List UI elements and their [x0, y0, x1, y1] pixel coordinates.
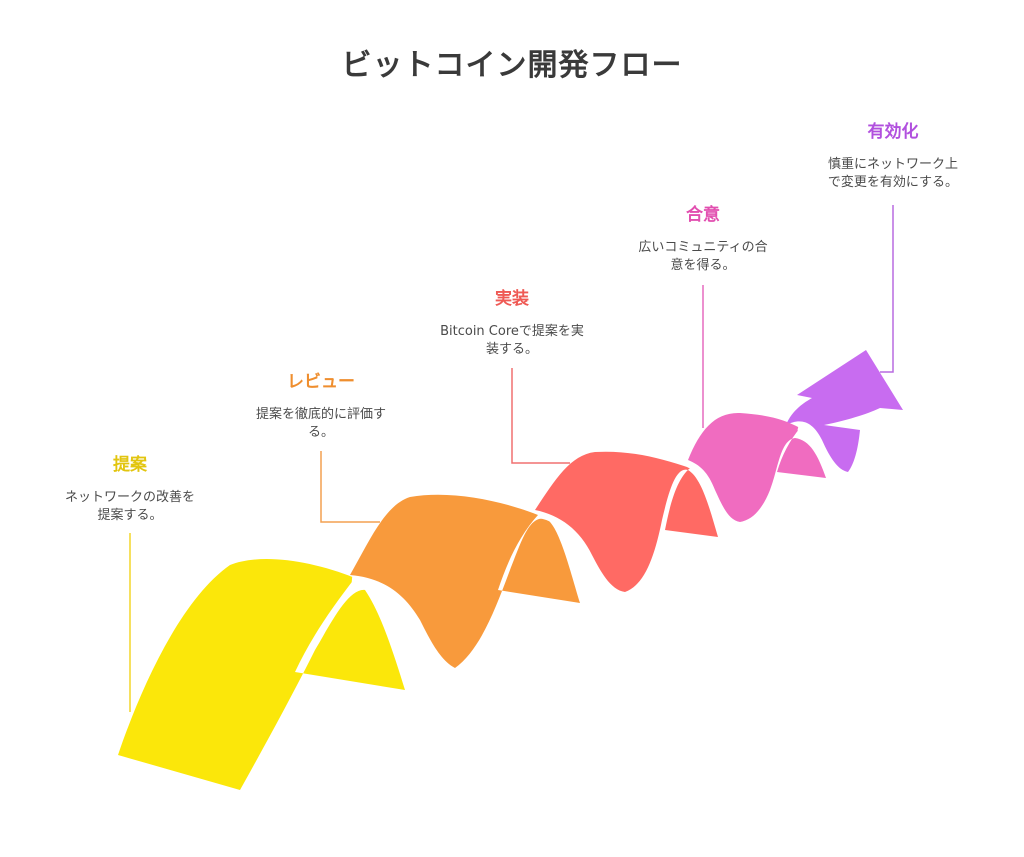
step-activation-title: 有効化 — [867, 122, 919, 142]
diagram-title: ビットコイン開発フロー — [341, 48, 683, 83]
step-activation: 有効化 慎重にネットワーク上 で変更を有効にする。 — [806, 122, 980, 192]
step-consensus-title: 合意 — [686, 205, 720, 225]
step-implementation-title: 実装 — [495, 289, 529, 309]
connector-line-activation — [880, 205, 894, 373]
step-implementation-description: Bitcoin Coreで提案を実 装する。 — [440, 324, 584, 357]
step-proposal-title: 提案 — [113, 455, 147, 475]
connector-line-review — [320, 451, 380, 523]
ribbon-segment-review — [350, 494, 580, 668]
ribbon-segment-proposal — [118, 559, 405, 790]
connector-line-implementation — [511, 368, 570, 464]
step-implementation: 実装 Bitcoin Coreで提案を実 装する。 — [422, 289, 602, 359]
step-proposal-description: ネットワークの改善を 提案する。 — [64, 490, 195, 523]
step-review-description: 提案を徹底的に評価す る。 — [255, 407, 386, 440]
ribbon-segment-implementation — [535, 451, 718, 592]
step-consensus: 合意 広いコミュニティの合 意を得る。 — [618, 205, 788, 275]
step-review: レビュー 提案を徹底的に評価す る。 — [236, 372, 406, 442]
step-proposal: 提案 ネットワークの改善を 提案する。 — [45, 455, 215, 525]
ribbon-segment-activation — [786, 350, 903, 472]
step-consensus-description: 広いコミュニティの合 意を得る。 — [638, 240, 768, 273]
step-activation-description: 慎重にネットワーク上 で変更を有効にする。 — [827, 157, 959, 190]
step-review-title: レビュー — [287, 372, 355, 392]
ribbon-segment-consensus — [688, 412, 826, 522]
